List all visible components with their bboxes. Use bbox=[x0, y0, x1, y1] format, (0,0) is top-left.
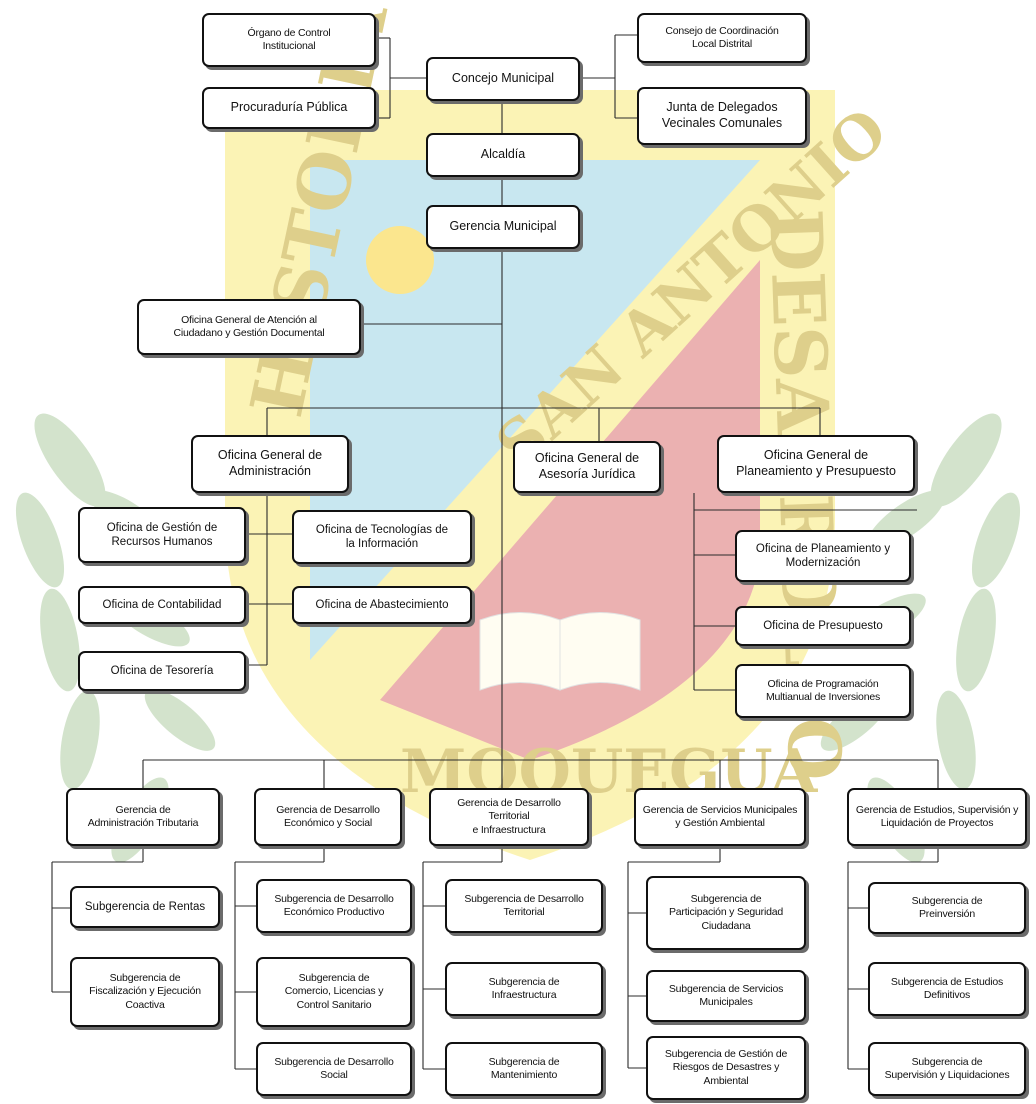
org-unit-s-economico: Subgerencia de Desarrollo Económico Prod… bbox=[256, 879, 412, 933]
org-unit-gerencia-municipal: Gerencia Municipal bbox=[426, 205, 580, 249]
org-unit-s-participacion: Subgerencia de Participación y Seguridad… bbox=[646, 876, 806, 950]
org-unit-concejo: Concejo Municipal bbox=[426, 57, 580, 101]
org-unit-s-social: Subgerencia de Desarrollo Social bbox=[256, 1042, 412, 1096]
org-unit-g-economico: Gerencia de Desarrollo Económico y Socia… bbox=[254, 788, 402, 846]
org-unit-procuraduria: Procuraduría Pública bbox=[202, 87, 376, 129]
org-unit-junta-delegados: Junta de Delegados Vecinales Comunales bbox=[637, 87, 807, 145]
org-unit-s-riesgos: Subgerencia de Gestión de Riesgos de Des… bbox=[646, 1036, 806, 1100]
org-unit-programacion: Oficina de Programación Multianual de In… bbox=[735, 664, 911, 718]
org-unit-tecnologias: Oficina de Tecnologías de la Información bbox=[292, 510, 472, 564]
org-unit-planeamiento-mod: Oficina de Planeamiento y Modernización bbox=[735, 530, 911, 582]
sun-icon bbox=[366, 226, 434, 294]
org-unit-s-rentas: Subgerencia de Rentas bbox=[70, 886, 220, 928]
org-unit-s-servicios: Subgerencia de Servicios Municipales bbox=[646, 970, 806, 1022]
org-unit-oficina-atencion: Oficina General de Atención al Ciudadano… bbox=[137, 299, 361, 355]
org-unit-g-servicios: Gerencia de Servicios Municipales y Gest… bbox=[634, 788, 806, 846]
org-unit-abastecimiento: Oficina de Abastecimiento bbox=[292, 586, 472, 624]
org-unit-ofi-administracion: Oficina General de Administración bbox=[191, 435, 349, 493]
org-unit-alcaldia: Alcaldía bbox=[426, 133, 580, 177]
org-unit-contabilidad: Oficina de Contabilidad bbox=[78, 586, 246, 624]
org-unit-ofi-planeamiento: Oficina General de Planeamiento y Presup… bbox=[717, 435, 915, 493]
org-unit-s-mantenimiento: Subgerencia de Mantenimiento bbox=[445, 1042, 603, 1096]
org-unit-g-estudios: Gerencia de Estudios, Supervisión y Liqu… bbox=[847, 788, 1027, 846]
org-unit-s-comercio: Subgerencia de Comercio, Licencias y Con… bbox=[256, 957, 412, 1027]
org-unit-s-infraestructura: Subgerencia de Infraestructura bbox=[445, 962, 603, 1016]
org-unit-consejo-coordinacion: Consejo de Coordinación Local Distrital bbox=[637, 13, 807, 63]
org-unit-s-territorial: Subgerencia de Desarrollo Territorial bbox=[445, 879, 603, 933]
org-unit-g-territorial: Gerencia de Desarrollo Territorial e Inf… bbox=[429, 788, 589, 846]
org-unit-rrhh: Oficina de Gestión de Recursos Humanos bbox=[78, 507, 246, 563]
org-unit-s-estudios: Subgerencia de Estudios Definitivos bbox=[868, 962, 1026, 1016]
org-unit-ofi-asesoria: Oficina General de Asesoría Jurídica bbox=[513, 441, 661, 493]
org-unit-s-fiscalizacion: Subgerencia de Fiscalización y Ejecución… bbox=[70, 957, 220, 1027]
org-unit-s-supervision: Subgerencia de Supervisión y Liquidacion… bbox=[868, 1042, 1026, 1096]
book-icon bbox=[479, 612, 641, 691]
org-unit-tesoreria: Oficina de Tesorería bbox=[78, 651, 246, 691]
org-unit-presupuesto: Oficina de Presupuesto bbox=[735, 606, 911, 646]
org-unit-s-preinversion: Subgerencia de Preinversión bbox=[868, 882, 1026, 934]
org-unit-organo-control: Órgano de Control Institucional bbox=[202, 13, 376, 67]
connector-lines bbox=[51, 34, 939, 1070]
shield-red bbox=[380, 260, 760, 760]
org-unit-g-tributaria: Gerencia de Administración Tributaria bbox=[66, 788, 220, 846]
